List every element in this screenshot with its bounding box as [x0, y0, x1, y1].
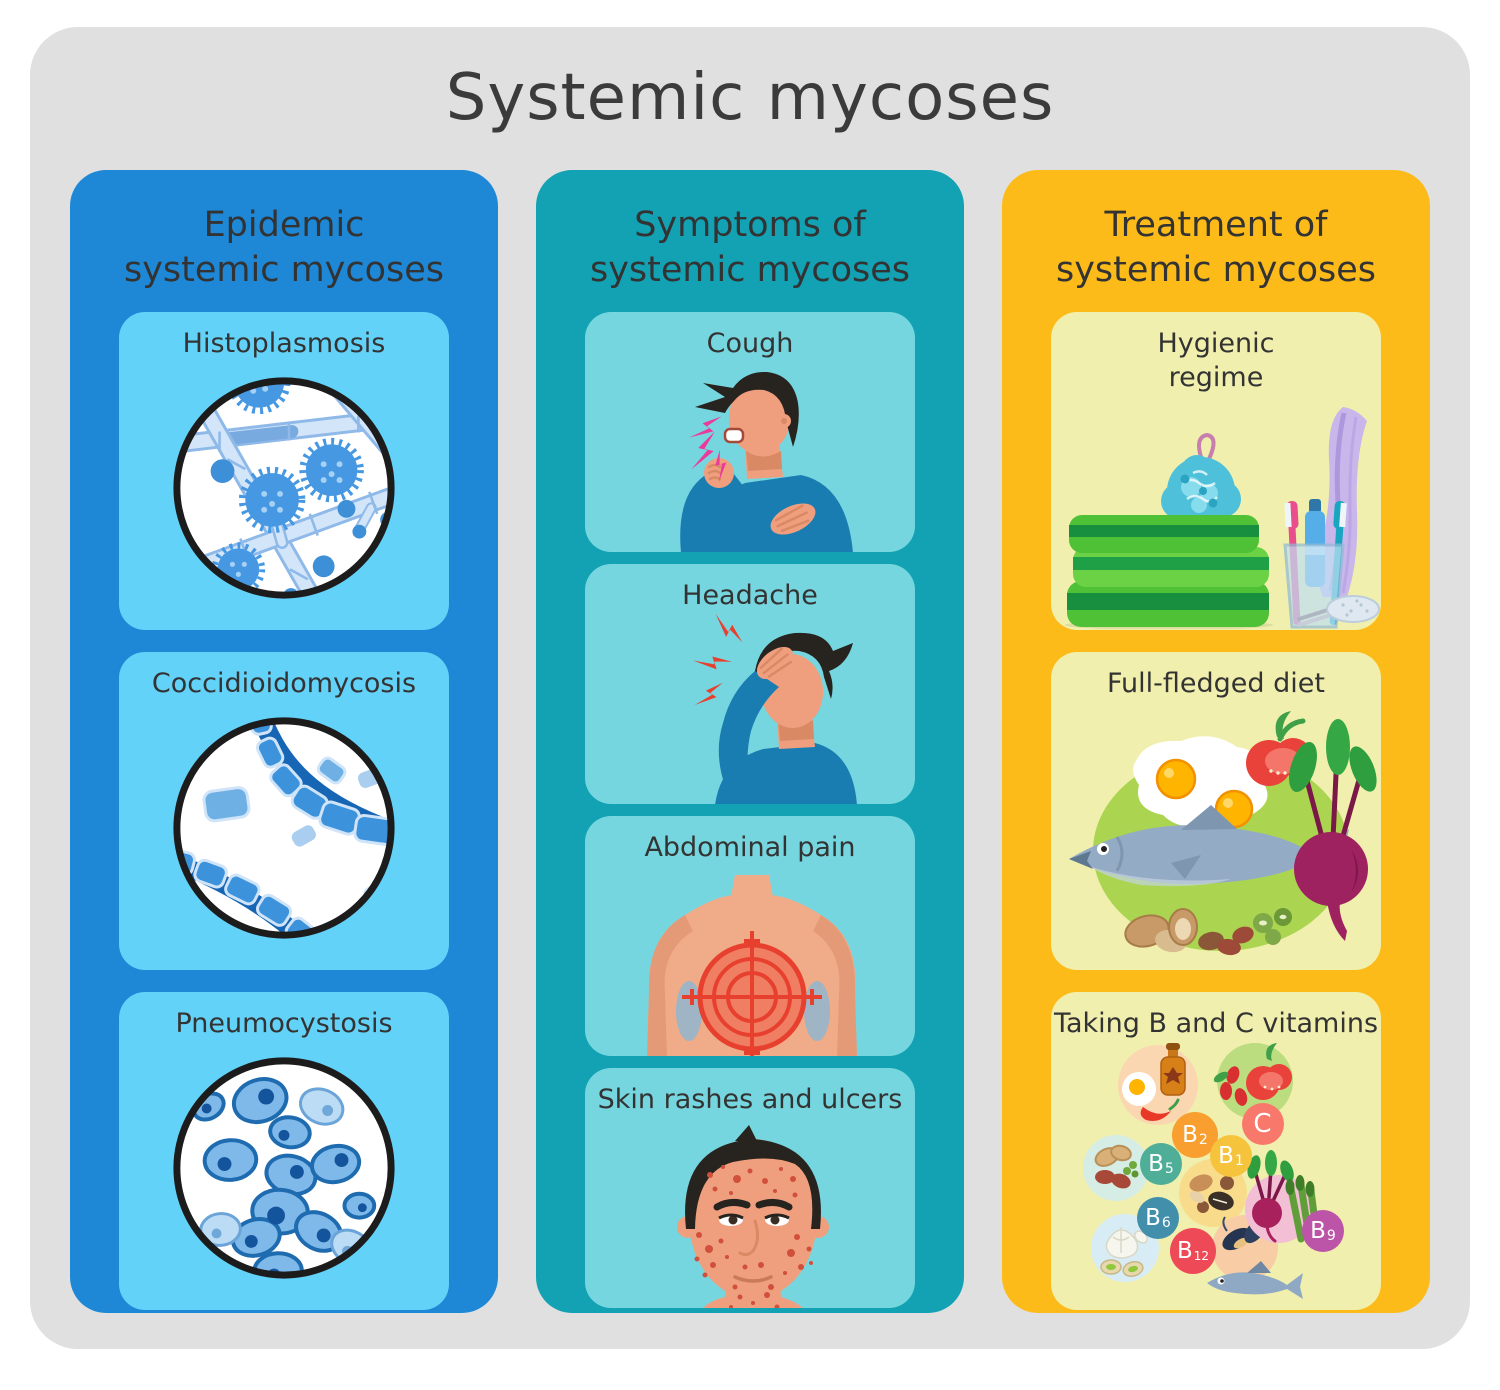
fish [1069, 805, 1349, 888]
healthy-foods-icon [1069, 711, 1377, 956]
symptoms-column-header: Symptoms of systemic mycoses [585, 170, 915, 312]
coccidioidomycosis-microscopy-icon [173, 717, 395, 939]
face-with-rash-icon [677, 1125, 829, 1308]
histoplasmosis-microscopy-icon [173, 377, 395, 599]
headache-card: Headache [585, 564, 915, 804]
epidemic-column-header: Epidemic systemic mycoses [119, 170, 449, 312]
headache-label: Headache [682, 580, 818, 611]
treatment-header-line2: systemic mycoses [1055, 250, 1377, 290]
histoplasmosis-label: Histoplasmosis [182, 328, 386, 359]
cluster-beet-asparagus [1245, 1150, 1321, 1244]
cluster-pepper-rosehip [1213, 1043, 1293, 1120]
vitamin-food-clusters-icon [1083, 1043, 1321, 1300]
fried-eggs [1133, 736, 1268, 829]
pneumocystosis-card: Pneumocystosis [119, 992, 449, 1310]
full-fledged-diet-label: Full-fledged diet [1107, 668, 1325, 699]
cough-label: Cough [706, 328, 794, 359]
vitamins-card: Taking B and C vitamins [1051, 992, 1381, 1310]
epidemic-header-line2: systemic mycoses [123, 250, 445, 290]
cluster-peanuts [1083, 1135, 1149, 1202]
coccidioidomycosis-card: Coccidioidomycosis [119, 652, 449, 970]
columns-row: Epidemic systemic mycoses Histoplasmosis [30, 170, 1470, 1313]
hygiene-items-icon [1065, 407, 1380, 630]
infographic-board: Systemic mycoses Epidemic systemic mycos… [30, 27, 1470, 1349]
skin-rashes-card: Skin rashes and ulcers [585, 1068, 915, 1308]
hygienic-regime-label-line1: Hygienic [1157, 328, 1275, 359]
torso-pain-target-icon [647, 875, 857, 1056]
page-title: Systemic mycoses [445, 61, 1055, 135]
cough-card: Cough [585, 312, 915, 552]
toothpaste-cap [1309, 499, 1321, 514]
skin-rashes-label: Skin rashes and ulcers [597, 1084, 903, 1115]
hygienic-regime-card: Hygienic regime [1051, 312, 1381, 630]
coccidioidomycosis-label: Coccidioidomycosis [151, 668, 417, 699]
cluster-egg-syrup [1118, 1043, 1198, 1126]
abdominal-pain-label: Abdominal pain [644, 832, 856, 863]
histoplasmosis-card: Histoplasmosis [119, 312, 449, 630]
hygienic-regime-label-line2: regime [1168, 362, 1264, 394]
vitamin-c-badge: C [1242, 1103, 1284, 1146]
loofah [1161, 433, 1241, 526]
abdominal-pain-card: Abdominal pain [585, 816, 915, 1056]
man-holding-head-icon [692, 613, 857, 804]
beet [1289, 719, 1377, 942]
epidemic-header-line1: Epidemic [203, 205, 365, 246]
treatment-header-line1: Treatment of [1104, 205, 1328, 246]
nuts-and-beans [1124, 908, 1292, 956]
treatment-column: Treatment of systemic mycoses Hygienic r… [1002, 170, 1430, 1313]
symptoms-header-line1: Symptoms of [634, 205, 866, 246]
pneumocystosis-label: Pneumocystosis [175, 1008, 393, 1039]
pneumocystosis-microscopy-icon [173, 1057, 395, 1279]
hygienic-regime-label: Hygienic regime [1158, 327, 1275, 395]
treatment-column-header: Treatment of systemic mycoses [1051, 170, 1381, 312]
symptoms-header-line2: systemic mycoses [589, 250, 911, 290]
towel-stack [1065, 515, 1273, 630]
symptoms-column: Symptoms of systemic mycoses Cough [536, 170, 964, 1313]
vitamins-label: Taking B and C vitamins [1053, 1008, 1379, 1039]
pain-target [682, 931, 822, 1056]
epidemic-column: Epidemic systemic mycoses Histoplasmosis [70, 170, 498, 1313]
coughing-man-icon [680, 371, 853, 552]
full-fledged-diet-card: Full-fledged diet [1051, 652, 1381, 970]
pumice-stone [1326, 595, 1380, 624]
